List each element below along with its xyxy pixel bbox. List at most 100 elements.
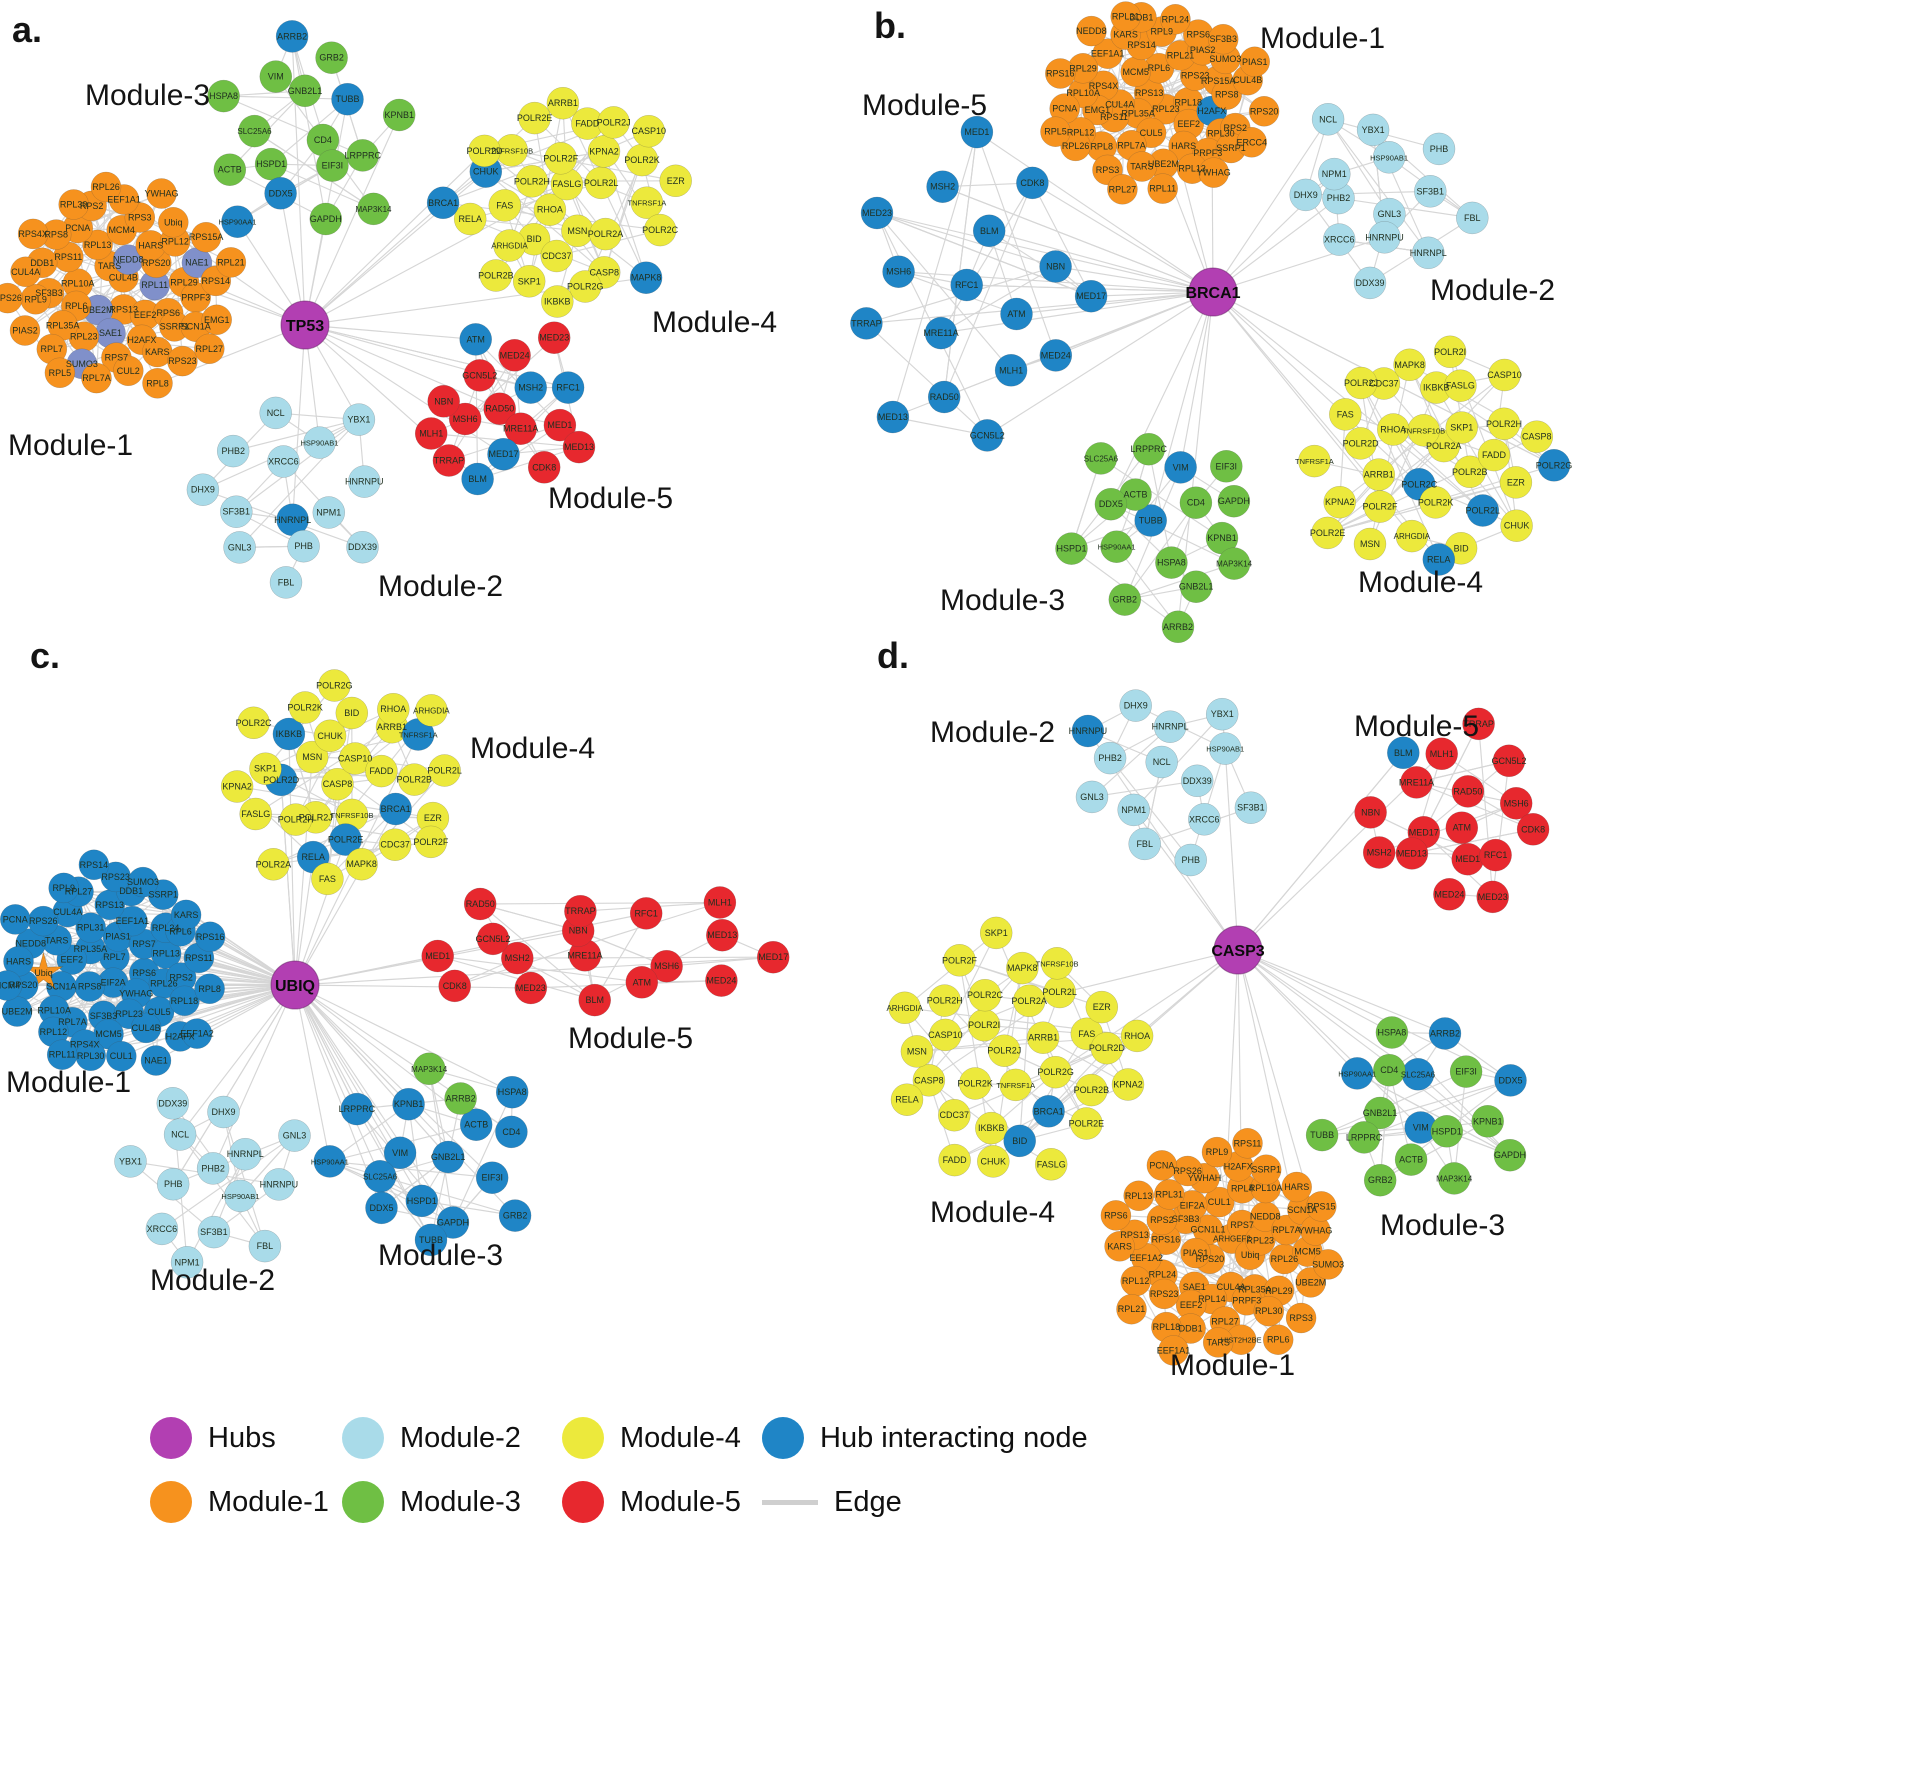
network-node bbox=[972, 214, 1006, 248]
edge bbox=[294, 984, 454, 1223]
node-label: EEF1A2 bbox=[180, 1029, 214, 1039]
node-label: RPL29 bbox=[1265, 1286, 1293, 1296]
network-node bbox=[1477, 438, 1511, 472]
edge bbox=[304, 114, 400, 326]
network-node bbox=[432, 444, 466, 477]
node-label: MSH2 bbox=[505, 953, 530, 963]
edge bbox=[304, 202, 444, 326]
node-label: HNRNPL bbox=[227, 1149, 264, 1159]
node-label: YWHAG bbox=[1298, 1226, 1332, 1236]
node-label: RPL10A bbox=[61, 279, 95, 289]
node-label: RPS23 bbox=[1150, 1289, 1179, 1299]
node-label: ATM bbox=[633, 977, 651, 987]
network-node bbox=[48, 872, 79, 904]
edge bbox=[304, 324, 476, 340]
node-label: TUBB bbox=[1310, 1130, 1334, 1140]
edge bbox=[270, 163, 374, 210]
network-node bbox=[444, 1082, 477, 1115]
node-label: TARS bbox=[45, 935, 68, 945]
node-label: POLR2A bbox=[1426, 441, 1462, 451]
network-node bbox=[1160, 4, 1191, 35]
network-node bbox=[1179, 486, 1213, 519]
node-label: CHUK bbox=[981, 1156, 1007, 1166]
legend-item-module-2: Module-2 bbox=[342, 1417, 562, 1459]
node-label: EZR bbox=[667, 176, 686, 186]
node-label: RPL35A bbox=[46, 320, 80, 330]
legend-item-hub-interacting-node: Hub interacting node bbox=[762, 1417, 1132, 1459]
node-label: TNFRSF1A bbox=[399, 731, 438, 740]
node-label: Ubiq bbox=[1241, 1250, 1260, 1260]
node-label: RPS13 bbox=[110, 304, 139, 314]
node-label: XRCC6 bbox=[1324, 235, 1355, 245]
network-node bbox=[876, 400, 910, 434]
network-node bbox=[295, 740, 329, 774]
node-label: EEF1A2 bbox=[1130, 1253, 1164, 1263]
node-label: MSH6 bbox=[453, 414, 478, 424]
node-label: CHUK bbox=[317, 731, 343, 741]
node-label: EEF2 bbox=[1177, 119, 1200, 129]
node-label: POLR2A bbox=[256, 859, 292, 869]
network-node bbox=[994, 354, 1028, 387]
node-label: RPS6 bbox=[156, 308, 180, 318]
network-node bbox=[1148, 1278, 1180, 1310]
node-label: CDK8 bbox=[1521, 824, 1545, 834]
network-node bbox=[215, 247, 247, 278]
network-node bbox=[587, 135, 621, 168]
network-node bbox=[1362, 836, 1396, 869]
node-label: SKP1 bbox=[254, 764, 277, 774]
network-node bbox=[958, 1067, 992, 1100]
network-node bbox=[113, 355, 144, 387]
node-label: PRPF3 bbox=[1232, 1295, 1261, 1305]
edge bbox=[172, 1102, 241, 1197]
node-label: YWHAG bbox=[144, 189, 178, 199]
network-node bbox=[414, 1223, 448, 1257]
node-label: RPL21 bbox=[1167, 50, 1195, 60]
network-node bbox=[537, 321, 571, 354]
network-node bbox=[197, 1215, 231, 1249]
node-label: RPL26 bbox=[150, 978, 178, 988]
network-node bbox=[643, 213, 677, 247]
network-node bbox=[1362, 458, 1396, 491]
node-label: NBN bbox=[569, 926, 588, 936]
node-label: TARS bbox=[1130, 162, 1153, 172]
network-node bbox=[1312, 1249, 1344, 1280]
node-label: ERCC4 bbox=[1236, 137, 1267, 147]
node-label: RPS14 bbox=[80, 860, 109, 870]
network-node bbox=[1305, 1118, 1339, 1152]
network-node bbox=[428, 754, 461, 787]
edge bbox=[1148, 449, 1172, 563]
edge bbox=[294, 984, 381, 1177]
network-node bbox=[1453, 455, 1487, 489]
node-label: POLR2C bbox=[1401, 479, 1438, 489]
network-node bbox=[527, 451, 561, 484]
network-node bbox=[46, 1039, 78, 1070]
node-label: PIAS2 bbox=[12, 326, 38, 336]
legend-color-dot bbox=[562, 1481, 604, 1523]
node-label: POLR2E bbox=[328, 835, 364, 845]
network-node bbox=[1289, 178, 1322, 212]
node-label: POLR2D bbox=[466, 146, 503, 156]
node-label: TNFRSF10B bbox=[490, 146, 533, 155]
node-label: RPL24 bbox=[152, 923, 180, 933]
node-label: HSP90AB1 bbox=[301, 439, 339, 448]
network-node bbox=[1188, 803, 1221, 836]
node-label: HSPA8 bbox=[1377, 1028, 1406, 1038]
node-label: PCNA bbox=[65, 223, 90, 233]
node-label: EIF2A bbox=[101, 978, 126, 988]
node-label: RPS26 bbox=[1173, 1166, 1202, 1176]
node-label: PHB2 bbox=[221, 446, 245, 456]
node-label: POLR2H bbox=[927, 996, 963, 1006]
network-node bbox=[1107, 174, 1138, 205]
node-label: LRPPRC bbox=[1346, 1132, 1383, 1142]
node-label: DHX9 bbox=[191, 485, 215, 495]
edge bbox=[940, 266, 1056, 334]
node-label: RPS4X bbox=[1089, 81, 1119, 91]
node-label: NEDD8 bbox=[113, 255, 144, 265]
edge bbox=[1212, 236, 1385, 293]
network-node bbox=[1084, 442, 1118, 475]
node-label: RPS2 bbox=[1150, 1215, 1174, 1225]
network-node bbox=[514, 371, 547, 404]
edge bbox=[1237, 949, 1393, 1034]
node-label: GRB2 bbox=[503, 1211, 528, 1221]
